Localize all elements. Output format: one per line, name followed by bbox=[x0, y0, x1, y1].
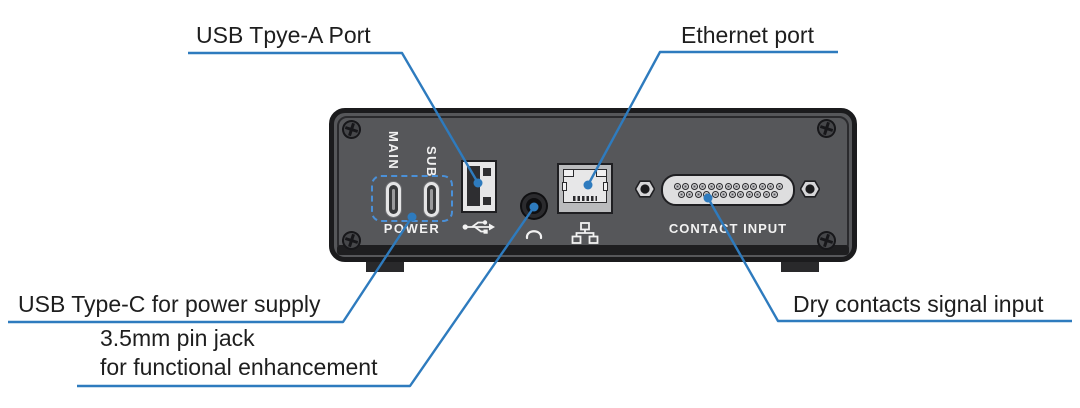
usb-c-port-sub bbox=[423, 181, 440, 218]
label-pin-jack-line2: for functional enhancement bbox=[100, 354, 378, 380]
usb-a-notch bbox=[483, 168, 491, 176]
usb-c-main-label: MAIN bbox=[386, 131, 401, 171]
rj45-side-notch bbox=[562, 182, 567, 191]
usb-c-port-main bbox=[385, 181, 402, 218]
label-dry-contacts: Dry contacts signal input bbox=[793, 291, 1044, 317]
label-usb-type-c-power: USB Type-C for power supply bbox=[18, 291, 321, 317]
rj45-contacts bbox=[573, 196, 597, 201]
ethernet-port bbox=[557, 163, 613, 214]
rj45-cavity bbox=[562, 169, 608, 203]
contact-input-connector bbox=[661, 174, 795, 206]
usb-a-slot bbox=[467, 166, 480, 206]
label-usb-type-a-port: USB Tpye-A Port bbox=[196, 22, 371, 48]
rj45-tab bbox=[563, 169, 574, 177]
audio-jack-3-5mm bbox=[522, 194, 546, 218]
contact-input-label: CONTACT INPUT bbox=[668, 221, 788, 236]
rj45-side-notch bbox=[603, 182, 608, 191]
panel-bottom-bezel bbox=[337, 245, 849, 255]
label-pin-jack-line1: 3.5mm pin jack bbox=[100, 325, 255, 351]
power-label: POWER bbox=[383, 221, 441, 236]
usb-a-notch bbox=[483, 197, 491, 205]
db25-pin-row-top bbox=[673, 182, 783, 190]
label-pin-jack: 3.5mm pin jack for functional enhancemen… bbox=[100, 324, 377, 382]
label-ethernet-port: Ethernet port bbox=[681, 22, 814, 48]
power-ports-dashed-highlight bbox=[371, 175, 453, 222]
usb-c-sub-label: SUB bbox=[424, 146, 439, 178]
rj45-tab bbox=[596, 169, 607, 177]
usb-type-a-port bbox=[461, 160, 497, 213]
db25-pin-row-bottom bbox=[677, 190, 779, 198]
